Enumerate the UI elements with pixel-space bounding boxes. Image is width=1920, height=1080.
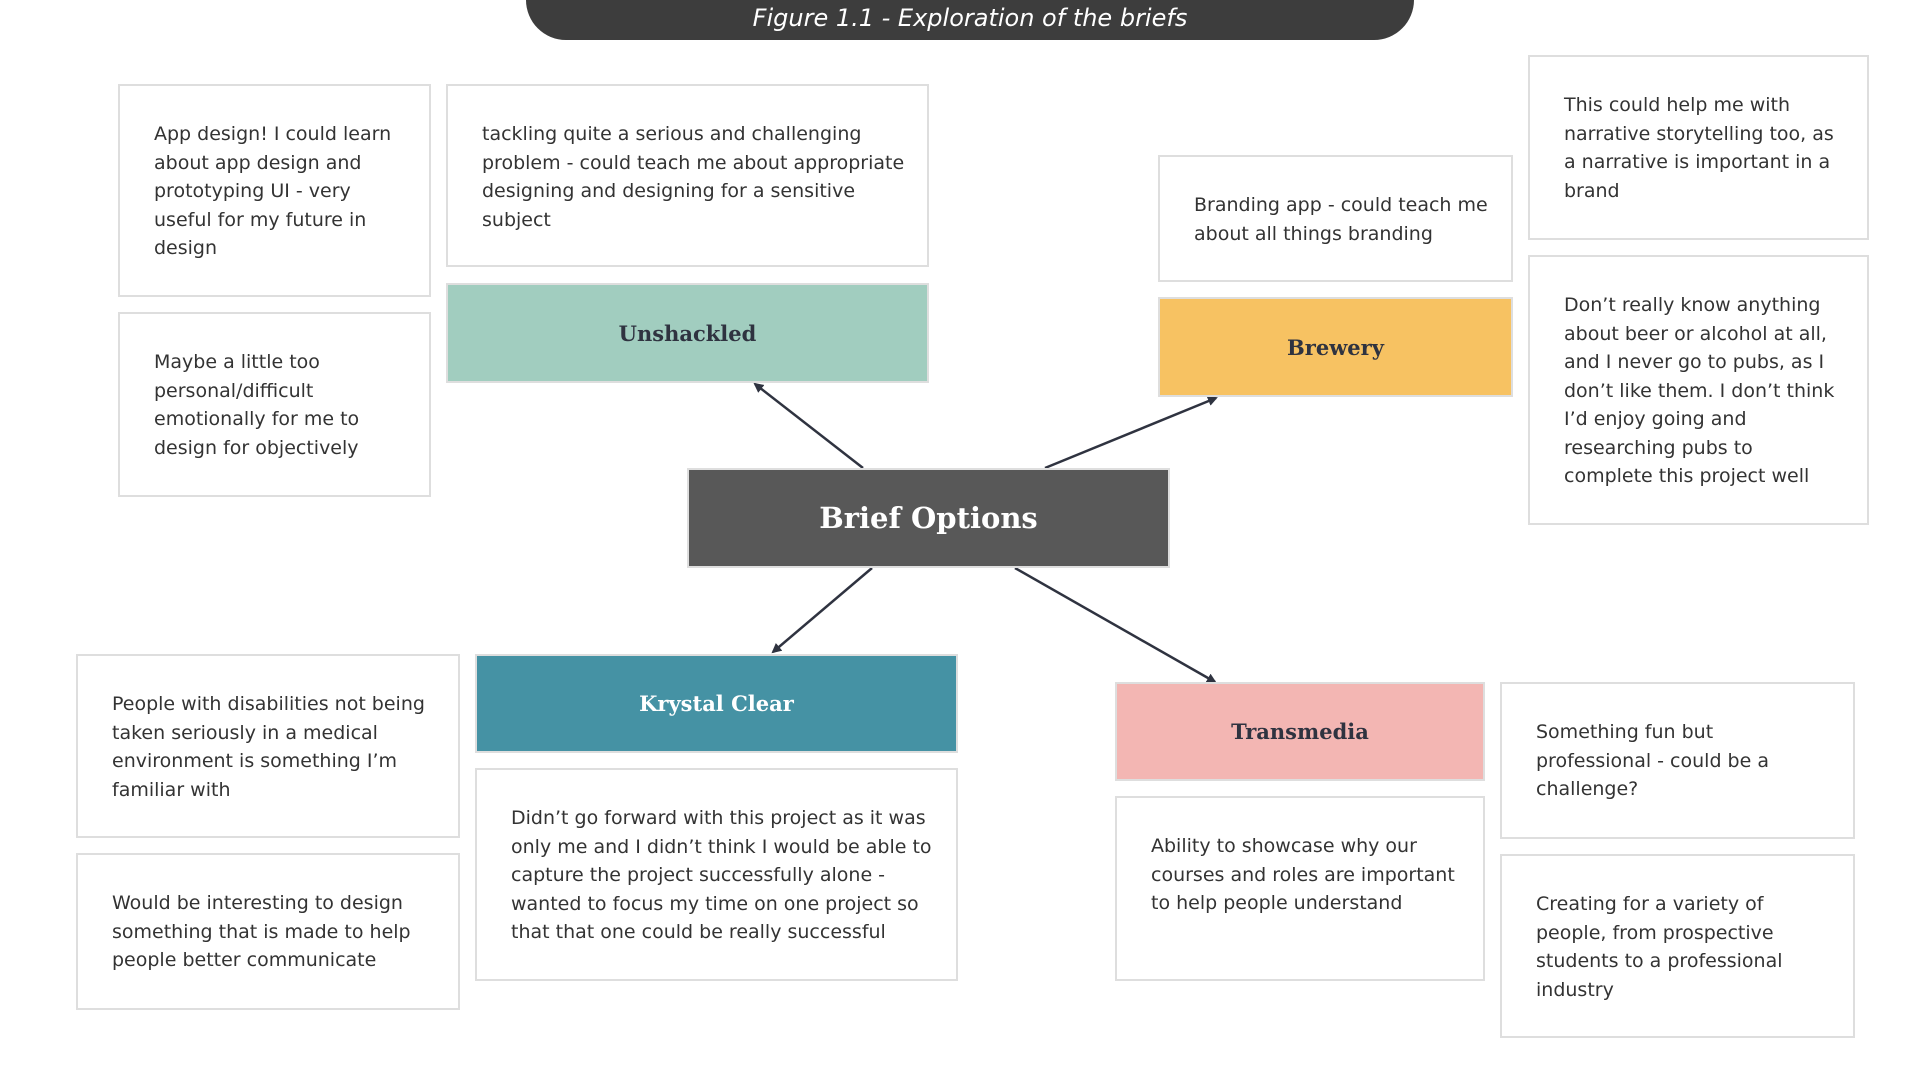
brewery-label: Brewery xyxy=(1287,334,1384,360)
note-brewery-branding: Branding app - could teach me about all … xyxy=(1158,155,1513,282)
transmedia-node: Transmedia xyxy=(1115,682,1485,781)
krystal-clear-label: Krystal Clear xyxy=(639,691,794,716)
note-unshackled-personal: Maybe a little too personal/difficult em… xyxy=(118,312,431,497)
figure-caption: Figure 1.1 - Exploration of the briefs xyxy=(752,4,1188,32)
arrow-to-transmedia xyxy=(1014,566,1217,684)
brief-options-label: Brief Options xyxy=(819,501,1038,535)
note-unshackled-problem: tackling quite a serious and challenging… xyxy=(446,84,929,267)
note-krystal-communicate: Would be interesting to design something… xyxy=(76,853,460,1010)
unshackled-node: Unshackled xyxy=(446,283,929,383)
note-transmedia-variety: Creating for a variety of people, from p… xyxy=(1500,854,1855,1038)
note-brewery-narrative: This could help me with narrative storyt… xyxy=(1528,55,1869,240)
transmedia-label: Transmedia xyxy=(1231,719,1369,744)
krystal-clear-node: Krystal Clear xyxy=(475,654,958,753)
caption-bar: Figure 1.1 - Exploration of the briefs xyxy=(526,0,1414,40)
arrow-to-unshackled xyxy=(753,382,864,469)
note-transmedia-fun: Something fun but professional - could b… xyxy=(1500,682,1855,839)
note-krystal-forward: Didn’t go forward with this project as i… xyxy=(475,768,958,981)
brief-options-node: Brief Options xyxy=(687,468,1170,568)
note-transmedia-showcase: Ability to showcase why our courses and … xyxy=(1115,796,1485,981)
note-krystal-disabilities: People with disabilities not being taken… xyxy=(76,654,460,838)
note-unshackled-app: App design! I could learn about app desi… xyxy=(118,84,431,297)
note-brewery-beer: Don’t really know anything about beer or… xyxy=(1528,255,1869,525)
arrow-to-krystal-clear xyxy=(771,567,873,654)
unshackled-label: Unshackled xyxy=(618,320,757,346)
arrow-to-brewery xyxy=(1044,396,1218,470)
brewery-node: Brewery xyxy=(1158,297,1513,397)
